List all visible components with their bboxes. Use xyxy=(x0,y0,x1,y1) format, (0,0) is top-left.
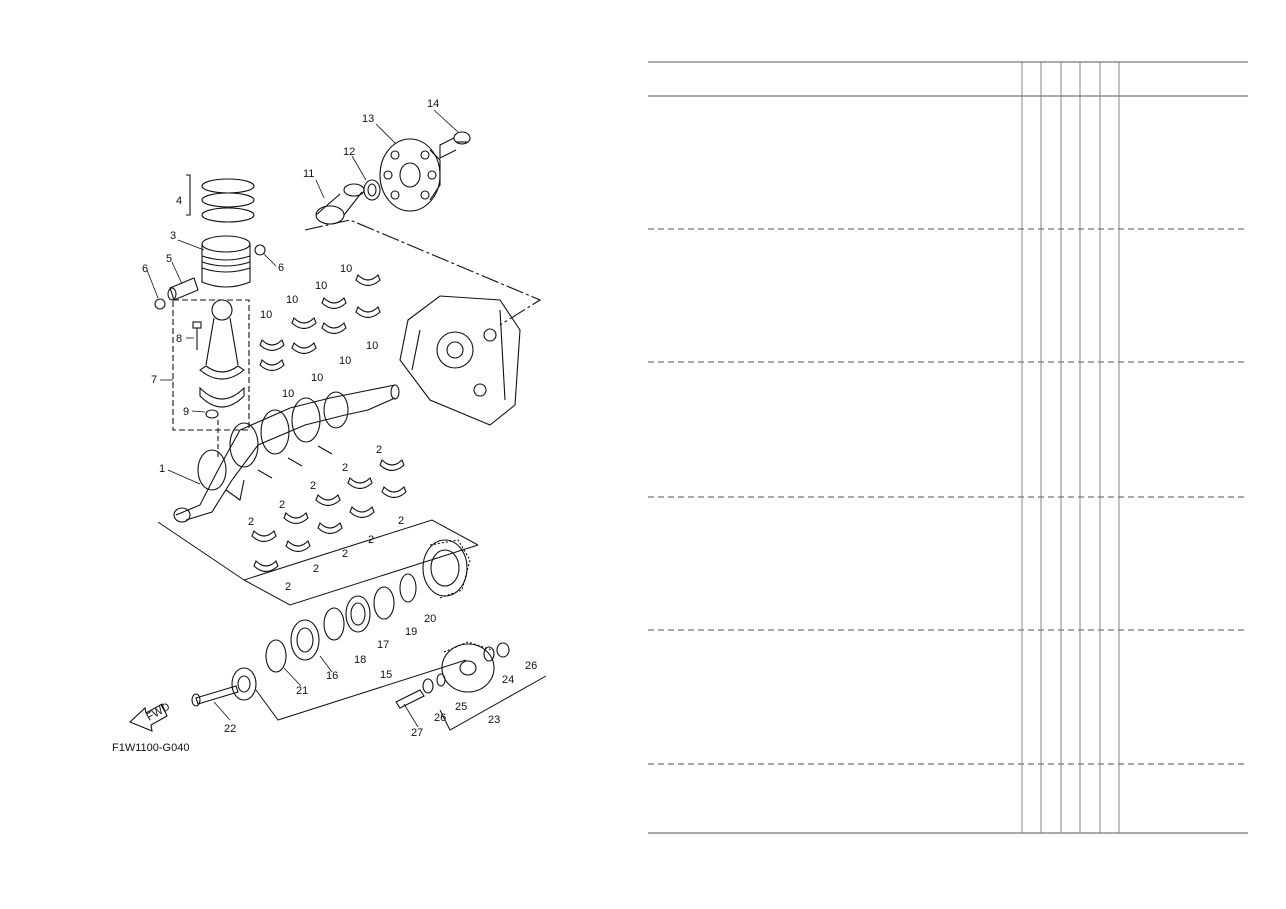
callout-label: 2 xyxy=(279,499,285,511)
seal-16 xyxy=(290,619,320,661)
connecting-rod xyxy=(199,299,245,408)
circlip-20 xyxy=(399,573,417,603)
main-bearings xyxy=(251,459,407,573)
callout-26: 26 xyxy=(434,712,446,724)
coupling xyxy=(379,138,441,212)
rod-nut xyxy=(205,409,219,419)
callout-label: 2 xyxy=(376,444,382,456)
callout-22: 22 xyxy=(224,723,236,735)
circlip-19 xyxy=(373,586,395,620)
callout-20: 20 xyxy=(424,613,436,625)
callout-1: 1 xyxy=(159,463,165,475)
gear xyxy=(441,641,495,693)
callout-11: 11 xyxy=(303,168,314,180)
diagram-canvas: FWD 1 2 2 2 2 2 2 2 2 2 2 3 4 5 6 6 7 8 … xyxy=(112,98,547,754)
callout-18: 18 xyxy=(354,654,366,666)
callout-19: 19 xyxy=(405,626,417,638)
callout-3: 3 xyxy=(170,230,176,242)
bushing xyxy=(315,183,365,225)
callout-8: 8 xyxy=(176,333,182,345)
piston xyxy=(201,235,251,288)
callout-15: 15 xyxy=(380,669,392,681)
callout-label: 2 xyxy=(310,480,316,492)
callout-label: 10 xyxy=(366,340,378,352)
callout-21: 21 xyxy=(296,685,308,697)
parts-list-table xyxy=(646,60,1248,834)
callout-label: 2 xyxy=(342,548,348,560)
callout-label: 10 xyxy=(260,309,272,321)
pin-27 xyxy=(395,689,425,709)
shaft-end xyxy=(439,131,471,159)
callout-16: 16 xyxy=(326,670,338,682)
callout-25: 25 xyxy=(455,701,467,713)
callout-13: 13 xyxy=(362,113,374,125)
quantity-column-dividers xyxy=(1021,62,1120,833)
callout-7: 7 xyxy=(151,374,157,386)
callout-labels: 1 2 2 2 2 2 2 2 2 2 2 3 4 5 6 6 7 8 9 10… xyxy=(142,98,537,739)
callout-label: 2 xyxy=(398,515,404,527)
drawing-code: F1W1100-G040 xyxy=(112,742,189,754)
callout-label: 10 xyxy=(282,388,294,400)
washer-24 xyxy=(483,646,495,662)
callout-14: 14 xyxy=(427,98,439,110)
washer xyxy=(363,179,381,201)
callout-17: 17 xyxy=(377,639,389,651)
piston-pin xyxy=(167,277,199,301)
crankshaft xyxy=(173,384,400,523)
callout-label: 2 xyxy=(313,563,319,575)
callout-9: 9 xyxy=(183,406,189,418)
connecting-rod-bearings xyxy=(259,274,381,372)
piston-pin-clips xyxy=(154,244,266,310)
callout-label: 10 xyxy=(311,372,323,384)
callout-12: 12 xyxy=(343,146,355,158)
callout-label: 2 xyxy=(368,534,374,546)
callout-4: 4 xyxy=(176,195,182,207)
callout-27: 27 xyxy=(411,727,423,739)
callout-10: 10 xyxy=(340,263,352,275)
callout-label: 10 xyxy=(315,280,327,292)
ring-26-left xyxy=(422,678,434,694)
bearing-17 xyxy=(345,595,371,633)
callout-label: 6 xyxy=(278,262,284,274)
callout-label: 26 xyxy=(525,660,537,672)
callout-label: 10 xyxy=(286,294,298,306)
callout-6: 6 xyxy=(142,263,148,275)
parts-table-grid xyxy=(648,61,1248,834)
drive-gear xyxy=(422,539,471,599)
callout-24: 24 xyxy=(502,674,514,686)
exploded-parts-diagram: FWD 1 2 2 2 2 2 2 2 2 2 2 3 4 5 6 6 7 8 … xyxy=(0,0,640,909)
forward-arrow-icon: FWD xyxy=(128,701,172,732)
crankcase-cover xyxy=(399,295,521,426)
row-group-dividers xyxy=(648,228,1248,765)
piston-rings xyxy=(186,174,255,223)
callout-5: 5 xyxy=(166,253,172,265)
callout-2: 2 xyxy=(342,462,348,474)
hub xyxy=(231,667,257,701)
callout-label: 10 xyxy=(339,355,351,367)
rod-bolt xyxy=(192,321,202,350)
ring-25 xyxy=(436,673,446,687)
ring-18 xyxy=(323,607,345,641)
connecting-rod-group-box xyxy=(172,299,250,431)
callout-23: 23 xyxy=(488,714,500,726)
flange-bolt xyxy=(191,685,239,707)
ring-26-right xyxy=(496,642,510,658)
callout-label: 2 xyxy=(248,516,254,528)
circlip-21 xyxy=(265,639,287,673)
callout-label: 2 xyxy=(285,581,291,593)
